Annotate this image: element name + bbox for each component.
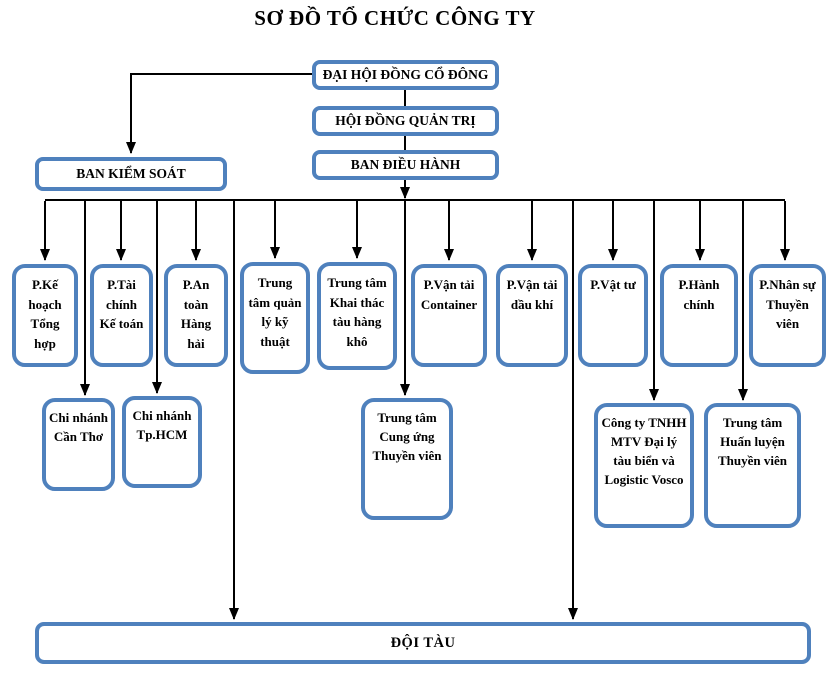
node-branch-can-tho: Chi nhánh Cần Thơ bbox=[42, 398, 115, 491]
node-center-crew-supply: Trung tâm Cung ứng Thuyền viên bbox=[361, 398, 453, 520]
node-branch-tphcm: Chi nhánh Tp.HCM bbox=[122, 396, 202, 488]
node-shareholders-meeting: ĐẠI HỘI ĐỒNG CỔ ĐÔNG bbox=[312, 60, 499, 90]
node-dept-materials: P.Vật tư bbox=[578, 264, 648, 367]
node-dept-container-transport: P.Vận tải Container bbox=[411, 264, 487, 367]
node-dept-planning: P.Kế hoạch Tổng hợp bbox=[12, 264, 78, 367]
node-center-crew-training: Trung tâm Huấn luyện Thuyền viên bbox=[704, 403, 801, 528]
node-company-vosco-logistic: Công ty TNHH MTV Đại lý tàu biển và Logi… bbox=[594, 403, 694, 528]
node-fleet: ĐỘI TÀU bbox=[35, 622, 811, 664]
node-dept-administration: P.Hành chính bbox=[660, 264, 738, 367]
node-executive-board: BAN ĐIỀU HÀNH bbox=[312, 150, 499, 180]
node-center-technical-management: Trung tâm quản lý kỹ thuật bbox=[240, 262, 310, 374]
node-dept-oil-gas-transport: P.Vận tải dầu khí bbox=[496, 264, 568, 367]
node-dept-finance-accounting: P.Tài chính Kế toán bbox=[90, 264, 153, 367]
node-dept-crew-personnel: P.Nhân sự Thuyền viên bbox=[749, 264, 826, 367]
page-title: SƠ ĐỒ TỔ CHỨC CÔNG TY bbox=[254, 6, 536, 30]
node-dept-maritime-safety: P.An toàn Hàng hải bbox=[164, 264, 228, 367]
node-board-of-directors: HỘI ĐỒNG QUẢN TRỊ bbox=[312, 106, 499, 136]
node-center-dry-cargo-exploitation: Trung tâm Khai thác tàu hàng khô bbox=[317, 262, 397, 370]
node-supervisory-board: BAN KIỂM SOÁT bbox=[35, 157, 227, 191]
